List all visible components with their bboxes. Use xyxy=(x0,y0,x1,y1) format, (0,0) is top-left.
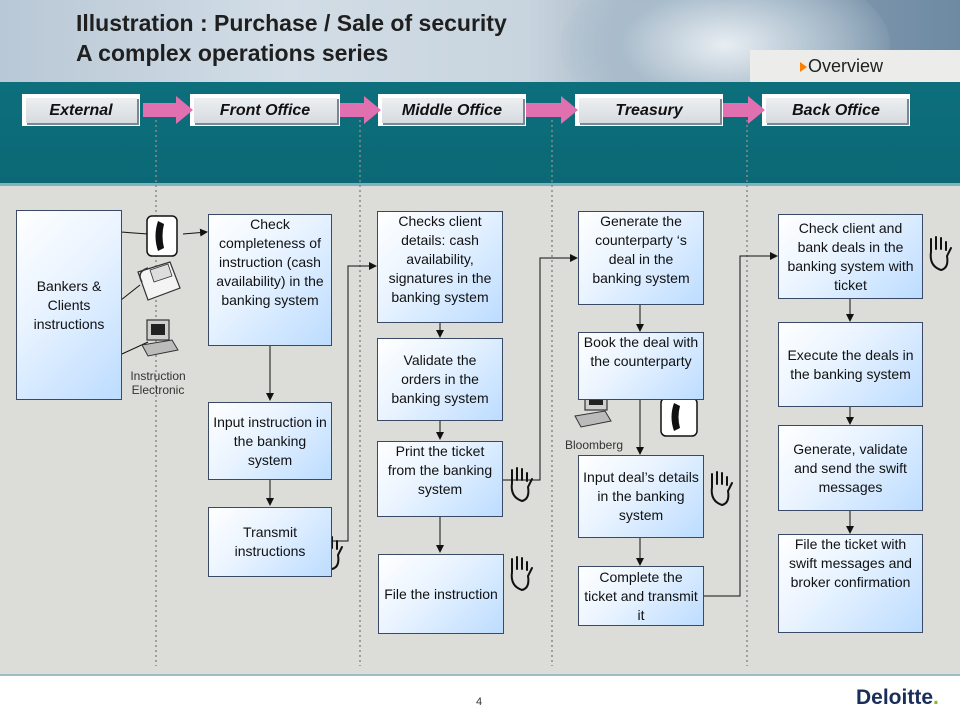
step-check-client-bank-deals: Check client and bank deals in the banki… xyxy=(778,214,923,299)
step-execute-deals: Execute the deals in the banking system xyxy=(778,322,923,407)
flow-arrow-icon xyxy=(340,96,381,124)
department-label: Front Office xyxy=(219,102,311,119)
department-label: Middle Office xyxy=(401,102,503,119)
fax-icon xyxy=(137,261,181,301)
department-middle-office: Middle Office xyxy=(378,94,526,126)
bankers-clients-box: Bankers & Clients instructions xyxy=(16,210,122,400)
department-front-office: Front Office xyxy=(190,94,340,126)
title-line-2: A complex operations series xyxy=(76,40,389,66)
overview-link[interactable]: Overview xyxy=(750,50,960,82)
step-check-completeness: Check completeness of instruction (cash … xyxy=(208,214,332,346)
hand-pointer-icon xyxy=(710,471,733,507)
step-input-instruction: Input instruction in the banking system xyxy=(208,402,332,480)
step-file-ticket-swift: File the ticket with swift messages and … xyxy=(778,534,923,633)
triangle-bullet-icon xyxy=(800,62,807,72)
overview-label: Overview xyxy=(808,56,884,76)
flow-arrow-icon xyxy=(723,96,765,124)
phone-icon xyxy=(660,397,698,437)
department-label: Back Office xyxy=(792,102,880,119)
department-label: External xyxy=(49,102,113,119)
step-file-instruction: File the instruction xyxy=(378,554,504,634)
department-external: External xyxy=(22,94,140,126)
hand-pointer-icon xyxy=(510,467,533,503)
flow-arrow-icon xyxy=(143,96,193,124)
logo-dot: . xyxy=(933,686,939,709)
hand-pointer-icon xyxy=(510,556,533,592)
department-treasury: Treasury xyxy=(575,94,723,126)
footer-divider xyxy=(0,674,960,676)
bloomberg-label: Bloomberg xyxy=(564,438,624,452)
title-line-1: Illustration : Purchase / Sale of securi… xyxy=(76,10,507,36)
step-input-deal-details: Input deal’s details in the banking syst… xyxy=(578,455,704,538)
computer-icon xyxy=(141,319,179,357)
step-print-ticket: Print the ticket from the banking system xyxy=(377,441,503,517)
logo-text: Deloitte xyxy=(856,686,934,709)
page-number: 4 xyxy=(476,696,483,708)
hand-pointer-icon xyxy=(929,236,952,272)
page-title: Illustration : Purchase / Sale of securi… xyxy=(76,8,507,68)
phone-icon xyxy=(146,215,178,257)
band-divider xyxy=(0,183,960,186)
department-label: Treasury xyxy=(615,102,683,119)
flow-arrow-icon xyxy=(526,96,578,124)
step-transmit-instructions: Transmit instructions xyxy=(208,507,332,577)
step-generate-counterparty-deal: Generate the counterparty ‘s deal in the… xyxy=(578,211,704,305)
step-book-deal: Book the deal with the counterparty xyxy=(578,332,704,400)
instruction-electronic-label: Instruction Electronic xyxy=(130,369,186,397)
step-validate-orders: Validate the orders in the banking syste… xyxy=(377,338,503,421)
department-back-office: Back Office xyxy=(762,94,910,126)
step-swift-messages: Generate, validate and send the swift me… xyxy=(778,425,923,511)
step-checks-client-details: Checks client details: cash availability… xyxy=(377,211,503,323)
deloitte-logo: Deloitte. xyxy=(856,686,939,710)
step-complete-ticket: Complete the ticket and transmit it xyxy=(578,566,704,626)
